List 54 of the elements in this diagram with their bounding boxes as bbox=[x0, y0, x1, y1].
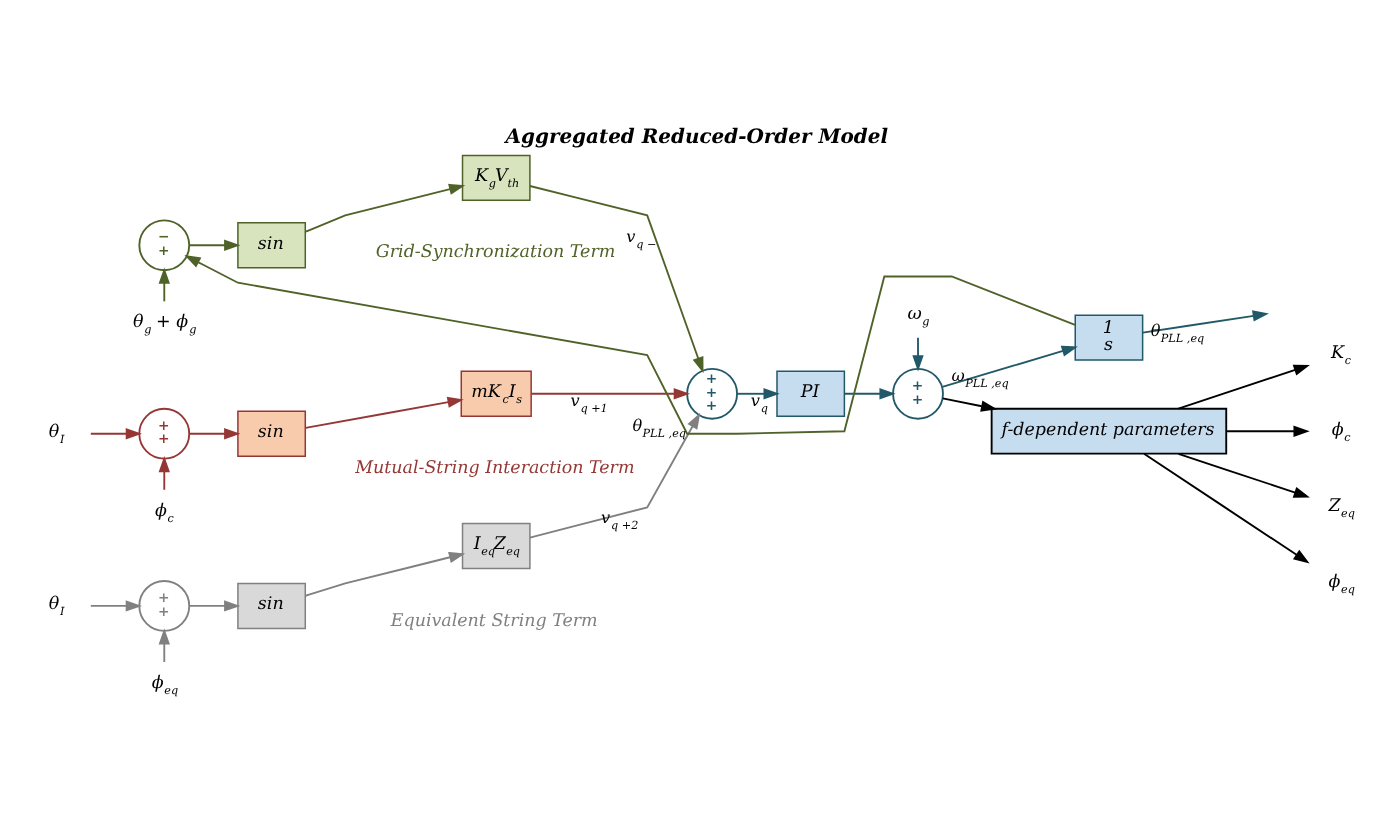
arrow bbox=[304, 182, 466, 232]
node-text: θ$_{I}$ bbox=[48, 594, 65, 619]
node-text: ϕ$_{eq}$ bbox=[151, 672, 179, 697]
edge-label: v$_{q −}$ bbox=[626, 224, 657, 251]
arrow bbox=[941, 344, 1078, 387]
node-box: f-dependent parameters bbox=[990, 406, 1228, 454]
node-box: sin bbox=[237, 221, 307, 268]
arrow bbox=[188, 599, 241, 611]
arrow bbox=[1225, 424, 1310, 436]
label: Grid-Synchronization Term bbox=[375, 242, 616, 263]
arrow bbox=[941, 396, 998, 411]
arrow bbox=[843, 387, 896, 399]
arrow bbox=[529, 411, 701, 538]
label: Equivalent String Term bbox=[390, 610, 598, 631]
node-text: K$_{c}$ bbox=[1331, 343, 1352, 368]
node-text: θ$_{I}$ bbox=[48, 422, 65, 447]
label: Mutual-String Interaction Term bbox=[355, 458, 635, 479]
arrow bbox=[912, 335, 924, 371]
node-box: sin bbox=[237, 581, 307, 629]
arrow bbox=[529, 184, 704, 373]
node-box: PI bbox=[776, 369, 846, 416]
arrow bbox=[1177, 451, 1310, 497]
node-box: sin bbox=[237, 409, 307, 456]
node-box: I$_{eq}$Z$_{eq}$ bbox=[461, 521, 531, 569]
arrow bbox=[1177, 363, 1310, 409]
edge-label: v$_{q +2}$ bbox=[601, 505, 639, 532]
node-text: ϕ$_{eq}$ bbox=[1328, 571, 1355, 596]
edge-label: θ$_{PLL ,eq}$ bbox=[632, 414, 686, 441]
node-box: K$_{g}$V$_{th}$ bbox=[461, 153, 531, 201]
arrow bbox=[1141, 309, 1269, 333]
arrow bbox=[736, 387, 780, 399]
arrow bbox=[158, 627, 170, 662]
arrow bbox=[304, 550, 466, 596]
arrow bbox=[530, 387, 690, 399]
arrow bbox=[89, 599, 142, 611]
arrow bbox=[158, 266, 170, 302]
arrow bbox=[188, 238, 241, 250]
edge-label: v$_{q}$ bbox=[750, 388, 768, 415]
node-text: ϕ$_{c}$ bbox=[1331, 419, 1351, 444]
node-box: 1 s bbox=[1074, 313, 1144, 360]
node-box: mK$_{c}$I$_{s}$ bbox=[460, 369, 532, 416]
edge-label: ω$_{PLL ,eq}$ bbox=[951, 363, 1009, 390]
arrow bbox=[188, 427, 241, 439]
diagram-title: Aggregated Reduced-Order Model bbox=[505, 125, 889, 148]
edge-label: v$_{q +1}$ bbox=[570, 388, 608, 415]
node-text: Z$_{eq}$ bbox=[1328, 495, 1355, 520]
arrow bbox=[1143, 451, 1310, 563]
arrow bbox=[184, 254, 1076, 434]
arrow bbox=[304, 395, 464, 428]
arrow bbox=[158, 454, 170, 490]
node-text: ϕ$_{c}$ bbox=[154, 500, 174, 525]
node-text: ω$_{g}$ bbox=[907, 303, 930, 328]
arrow bbox=[89, 427, 142, 439]
node-text: θ$_{g}$ + ϕ$_{g}$ bbox=[133, 312, 197, 337]
